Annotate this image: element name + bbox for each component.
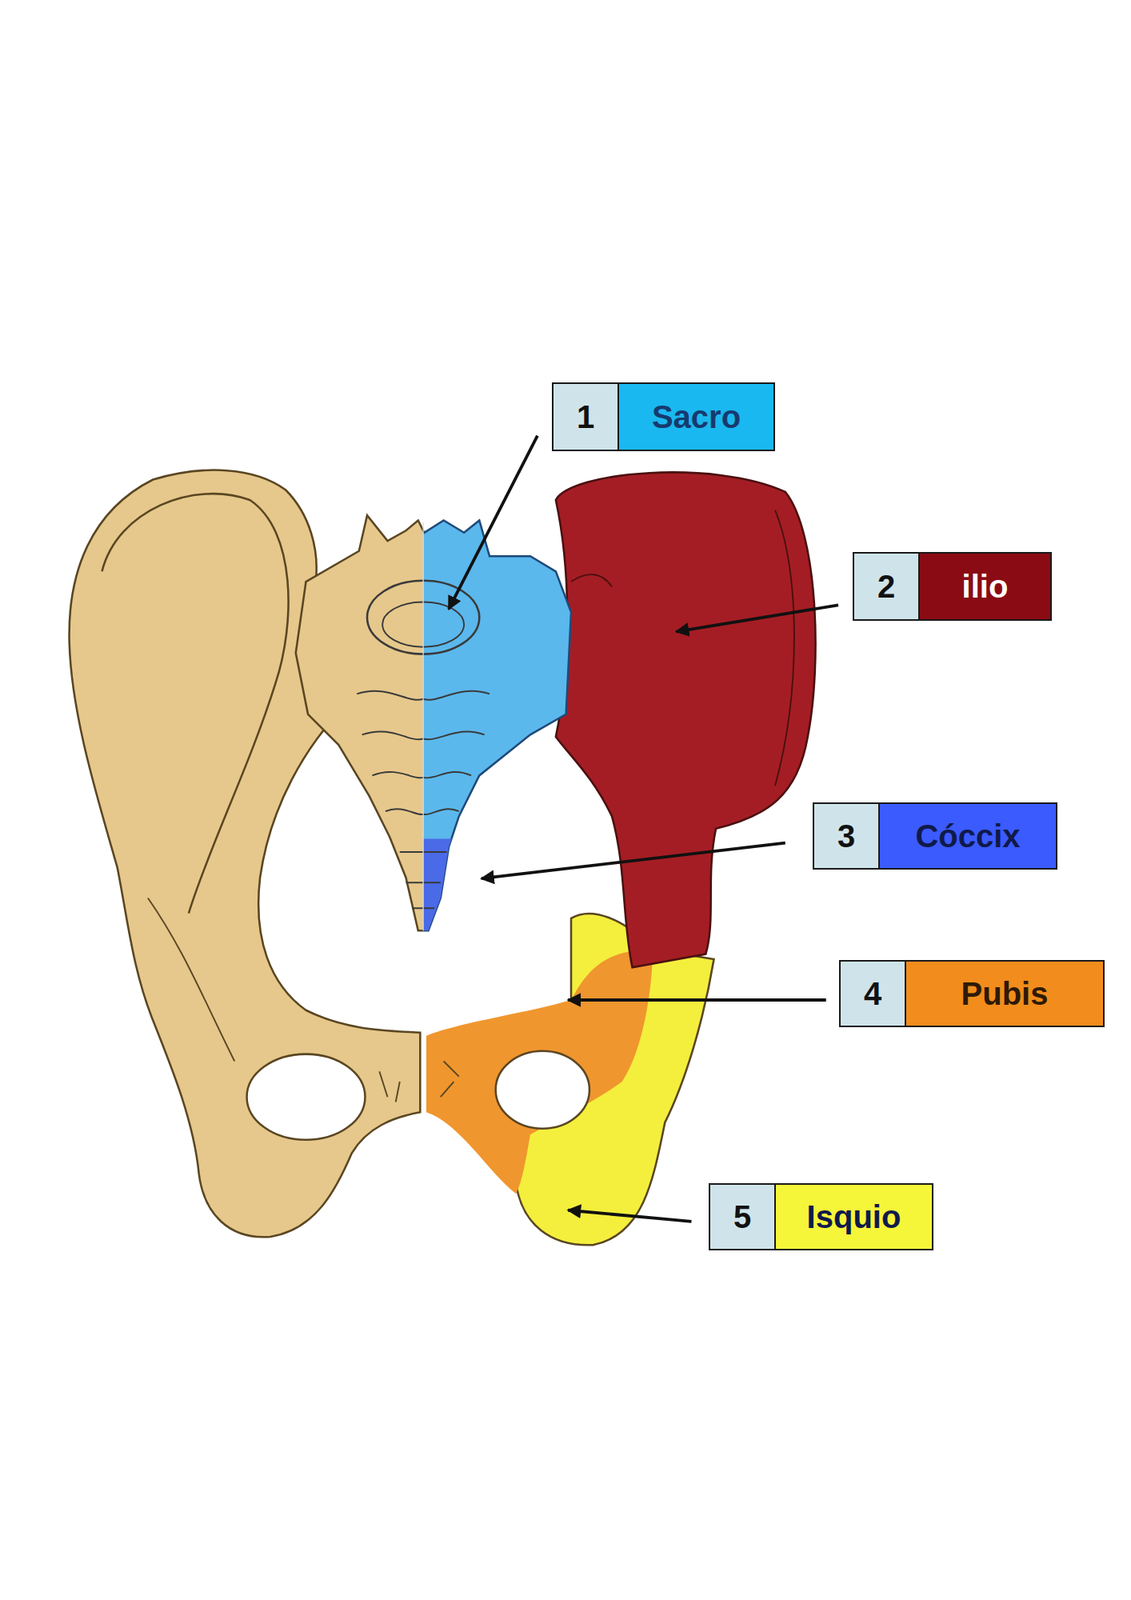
part-name: Sacro (619, 383, 774, 450)
leader-arrow (567, 998, 827, 1002)
leader-arrow (448, 435, 538, 610)
callout-box: 1Sacro (551, 382, 776, 452)
callout-box: 4Pubis (839, 959, 1105, 1028)
callout-box: 2ilio (852, 551, 1052, 621)
pubis (426, 948, 653, 1194)
leader-arrow (675, 604, 839, 632)
part-name: Pubis (906, 961, 1104, 1026)
callout-box: 3Cóccix (812, 802, 1058, 870)
sacrum (295, 515, 572, 931)
leader-arrow (481, 843, 786, 880)
leader-arrow (567, 1210, 692, 1222)
callout-number: 5 (710, 1184, 776, 1249)
callout-number: 2 (854, 553, 920, 620)
callout-number: 4 (840, 961, 907, 1026)
callout-number: 3 (814, 803, 880, 868)
part-name: Cóccix (879, 803, 1056, 868)
ilium (555, 471, 816, 968)
part-name: Isquio (775, 1184, 932, 1249)
callout-number: 1 (553, 383, 620, 450)
callout-box: 5Isquio (708, 1182, 934, 1251)
leader-arrows (448, 435, 839, 1222)
part-name: ilio (919, 553, 1051, 620)
